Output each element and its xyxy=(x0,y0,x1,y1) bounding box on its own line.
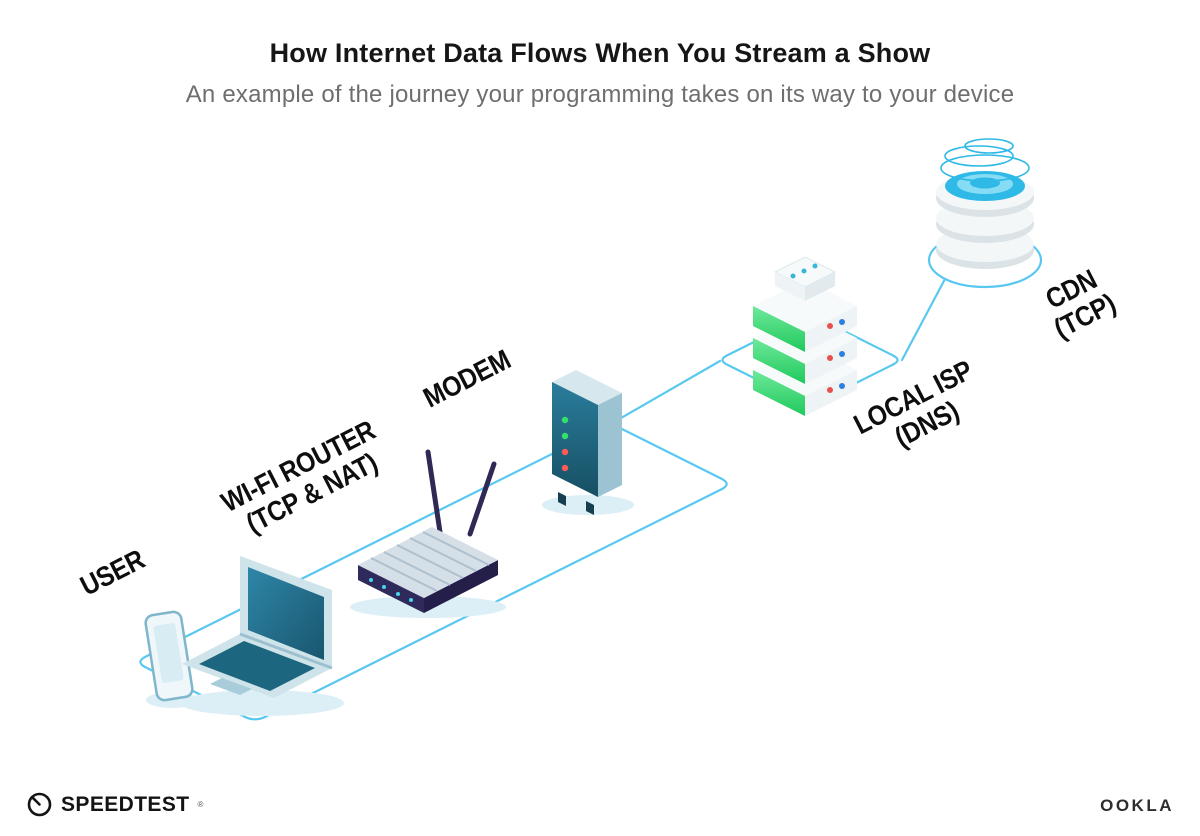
page-subtitle: An example of the journey your programmi… xyxy=(185,81,1015,108)
speedtest-registered-mark: ® xyxy=(197,800,204,809)
laptop-illustration xyxy=(182,556,333,698)
speedtest-wordmark: SPEEDTEST xyxy=(61,792,190,816)
path-connector-isp-cdn xyxy=(900,277,947,362)
ookla-logo: OOKLA xyxy=(1100,796,1174,815)
speedtest-logo: SPEEDTEST ® xyxy=(26,791,203,818)
phone-illustration xyxy=(144,610,194,702)
cdn-database-illustration xyxy=(936,138,1034,269)
isp-server-illustration xyxy=(753,256,857,416)
speedtest-gauge-icon xyxy=(27,792,52,817)
header: How Internet Data Flows When You Stream … xyxy=(0,38,1200,109)
modem-illustration xyxy=(552,370,622,515)
router-illustration xyxy=(358,449,498,613)
page-title: How Internet Data Flows When You Stream … xyxy=(269,38,931,68)
